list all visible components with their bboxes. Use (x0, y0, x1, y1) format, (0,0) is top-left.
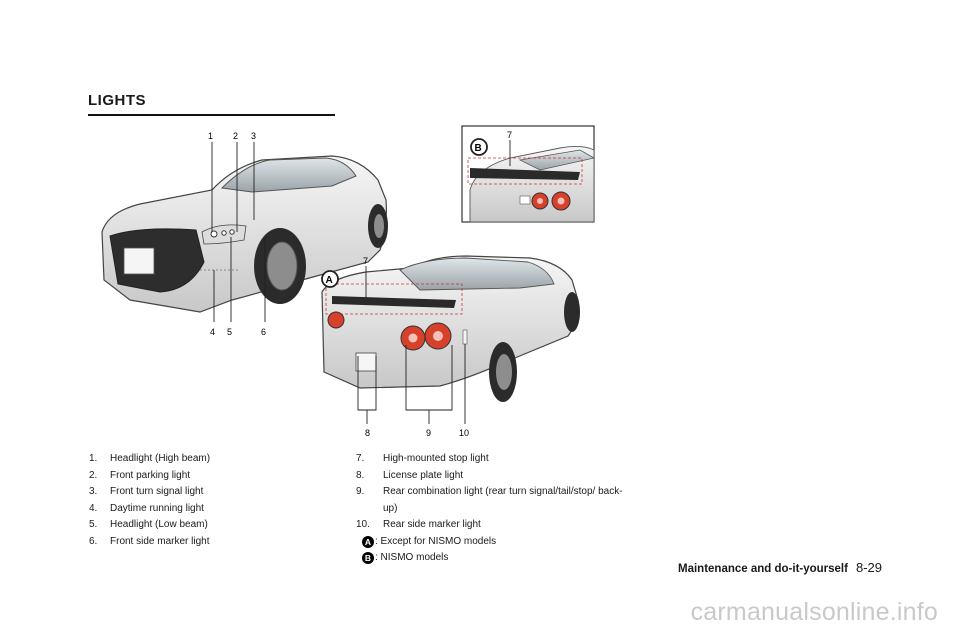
inset-b: B 7 (461, 125, 596, 223)
legend-item: 8.License plate light (356, 469, 464, 481)
legend-item: 3.Front turn signal light (89, 486, 204, 497)
callout-3: 3 (251, 131, 256, 141)
legend-left: 1.Headlight (High beam) 2.Front parking … (89, 451, 319, 550)
legend-item: 9.Rear combination light (rear turn sign… (356, 486, 623, 514)
callout-9: 9 (426, 428, 431, 438)
page-footer: Maintenance and do-it-yourself 8-29 (678, 560, 882, 575)
callout-7: 7 (363, 256, 368, 266)
rear-callout-lines (357, 266, 466, 424)
callout-10: 10 (459, 428, 469, 438)
front-car (101, 155, 388, 313)
legend-item: 6.Front side marker light (89, 535, 210, 547)
title-rule (88, 114, 335, 116)
variant-note-a: A: Except for NISMO models (356, 534, 626, 551)
rear-car-a: A (321, 255, 580, 402)
section-title: LIGHTS (88, 92, 146, 109)
lights-illustration: 1 2 3 4 5 6 B 7 A (101, 125, 596, 438)
legend-item: 2.Front parking light (89, 469, 191, 481)
callout-7-inset: 7 (507, 130, 512, 140)
legend-item: 5.Headlight (Low beam) (89, 519, 208, 530)
page-number: 8-29 (855, 560, 882, 575)
watermark: carmanualsonline.info (690, 598, 938, 626)
callout-1: 1 (208, 131, 213, 141)
legend-right: 7.High-mounted stop light 8.License plat… (356, 451, 626, 567)
variant-badge-a: A (362, 535, 374, 548)
legend-item: 7.High-mounted stop light (356, 453, 489, 464)
variant-a-label: A (326, 275, 333, 286)
variant-note-b: B: NISMO models (356, 550, 626, 567)
callout-5: 5 (227, 327, 232, 337)
callout-8: 8 (365, 428, 370, 438)
legend-item: 10.Rear side marker light (356, 519, 481, 530)
legend-item: 1.Headlight (High beam) (89, 453, 211, 464)
callout-6: 6 (261, 327, 266, 337)
callout-2: 2 (233, 131, 238, 141)
front-callout-lines (211, 142, 266, 322)
footer-section: Maintenance and do-it-yourself (678, 563, 848, 575)
variant-b-label: B (475, 143, 482, 154)
variant-badge-b: B (362, 552, 374, 565)
callout-4: 4 (210, 327, 215, 337)
legend-item: 4.Daytime running light (89, 502, 204, 514)
